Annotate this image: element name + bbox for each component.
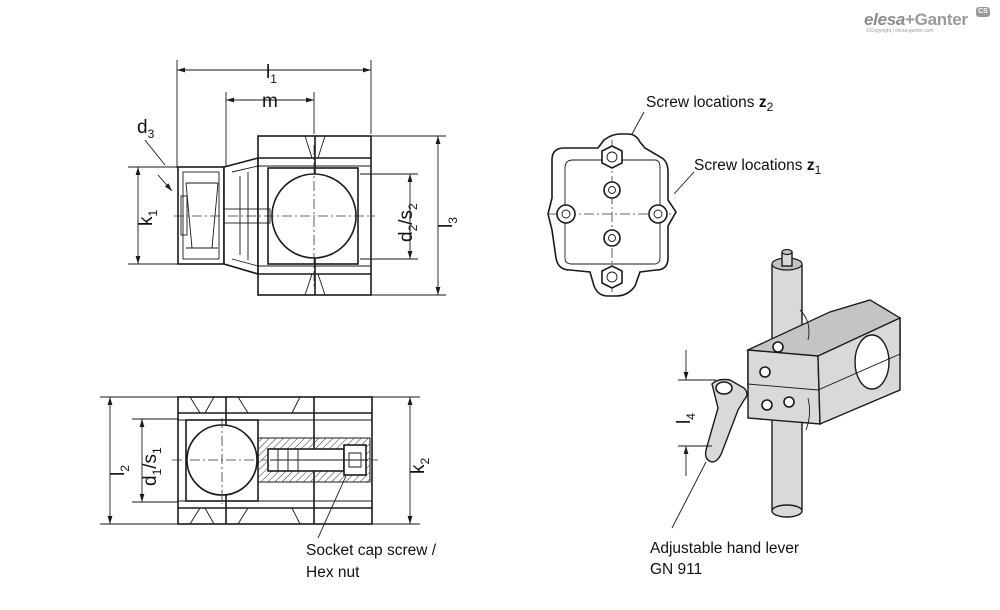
dim-label-d2s2: d2/s2 <box>396 203 420 242</box>
slot-lines <box>304 135 326 296</box>
screw-hex-top <box>601 145 623 169</box>
screw-head-detail <box>180 195 188 236</box>
side-view: Screw locations z2 Screw locations z1 <box>547 94 822 297</box>
screw-hex-bottom <box>601 265 623 289</box>
clamp-taper-lines <box>231 165 259 267</box>
clamp-bore <box>854 334 890 390</box>
clamp-parting-curves <box>799 309 811 431</box>
label-gn-911: GN 911 <box>650 561 702 578</box>
iso-screw-2 <box>761 399 773 411</box>
hand-lever-hub <box>715 381 733 395</box>
iso-screw-3 <box>783 396 795 408</box>
certification-badge-icon: CS <box>976 7 990 17</box>
brand-name-part-b: +Ganter <box>905 10 968 29</box>
dim-label-k1: k1 <box>136 210 160 227</box>
section-view: l2 d1/s1 k2 Socket cap screw / <box>100 396 437 581</box>
leader-socket-screw <box>317 475 347 539</box>
brand-name-part-a: elesa <box>864 10 906 29</box>
dim-label-d1s1: d1/s1 <box>140 447 164 486</box>
dim-label-l1: l1 <box>266 62 277 86</box>
leader-z2 <box>631 111 645 135</box>
iso-screw-4 <box>772 341 784 353</box>
screw-round-left <box>556 204 576 224</box>
screw-block-inner <box>182 171 220 260</box>
dim-label-l3: l3 <box>436 217 460 228</box>
label-hex-nut: Hex nut <box>306 564 360 581</box>
rod-bottom <box>771 504 803 518</box>
dim-label-k2: k2 <box>408 458 432 475</box>
dim-label-d3: d3 <box>137 117 155 141</box>
clamp-split-line <box>747 353 901 391</box>
dim-label-l4: l4 <box>674 413 698 424</box>
screw-block-taper <box>185 182 219 249</box>
body-inner-lines <box>258 165 371 267</box>
screw-round-center-top <box>603 181 621 199</box>
brand-name: elesa+Ganter <box>864 10 968 30</box>
leader-d3-arrow <box>157 174 173 192</box>
screw-block <box>177 166 225 265</box>
label-socket-cap-screw: Socket cap screw / <box>306 542 437 559</box>
label-screw-z1: Screw locations z1 <box>694 157 822 177</box>
screw-round-center-bottom <box>603 229 621 247</box>
through-screw <box>223 208 271 224</box>
copyright-note: ©Copyright | elesa-ganter.com <box>866 28 934 34</box>
dim-label-l2: l2 <box>108 465 132 476</box>
brand-logo: elesa+Ganter ©Copyright | elesa-ganter.c… <box>858 4 998 36</box>
leader-d3 <box>144 139 166 166</box>
side-body-inner <box>564 159 661 265</box>
label-screw-z2: Screw locations z2 <box>646 94 774 114</box>
screw-round-right <box>648 204 668 224</box>
screw-head-socket <box>348 452 362 468</box>
hand-lever <box>704 378 748 463</box>
isometric-view: l4 Adjustable hand lever GN 911 <box>650 248 902 578</box>
top-view: l1 m d3 k1 <box>128 60 460 296</box>
label-adjustable-hand-lever: Adjustable hand lever <box>650 540 799 557</box>
section-taper-lines <box>189 396 301 525</box>
iso-screw-1 <box>759 366 771 378</box>
dim-label-m: m <box>262 91 278 112</box>
leader-z1 <box>673 171 695 195</box>
leader-hand-lever <box>671 461 707 529</box>
rod-pin-top <box>781 248 793 256</box>
